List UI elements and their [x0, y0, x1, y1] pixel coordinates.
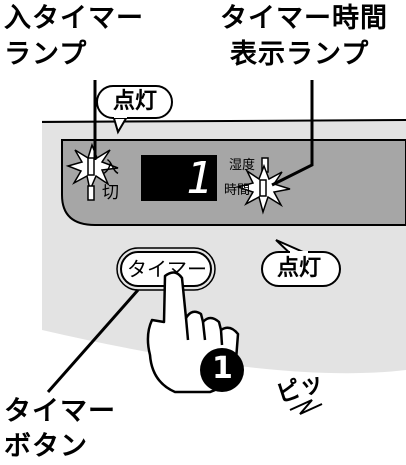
off-lamp	[87, 185, 95, 201]
appliance-top-edge	[41, 119, 406, 123]
step-number-circle	[200, 348, 244, 392]
display-digit: 1	[186, 153, 213, 204]
beep-zigzag	[289, 399, 323, 415]
timer-time-lamp-label-line2: 表示ランプ	[230, 39, 370, 70]
timer-button-label-line2: ボタン	[4, 431, 88, 462]
timer-button[interactable]: タイマー	[127, 257, 207, 281]
off-label: 切	[102, 183, 119, 203]
timer-button-label-line1: タイマー	[4, 396, 116, 427]
on-label: 入	[102, 158, 119, 178]
lit-bubble-right-shape	[261, 239, 341, 287]
lcd-display	[141, 155, 217, 201]
lit-bubble-top-shape	[96, 85, 173, 135]
humidity-label: 湿度	[229, 158, 256, 173]
timer-button-leader-line	[46, 289, 140, 393]
lit-bubble-top: 点灯	[113, 89, 158, 114]
on-timer-lamp-label-line2: ランプ	[4, 39, 88, 70]
on-timer-lamp-label-line1: 入タイマー	[4, 3, 144, 34]
timer-time-leader-line	[271, 80, 314, 187]
timer-time-lamp-label-line1: タイマー時間	[220, 3, 388, 34]
on-timer-lamp	[87, 157, 95, 176]
timer-time-lamp	[259, 179, 267, 197]
step-number: 1	[212, 351, 233, 386]
lit-bubble-right: 点灯	[277, 256, 322, 281]
time-label: 時間	[224, 183, 251, 198]
